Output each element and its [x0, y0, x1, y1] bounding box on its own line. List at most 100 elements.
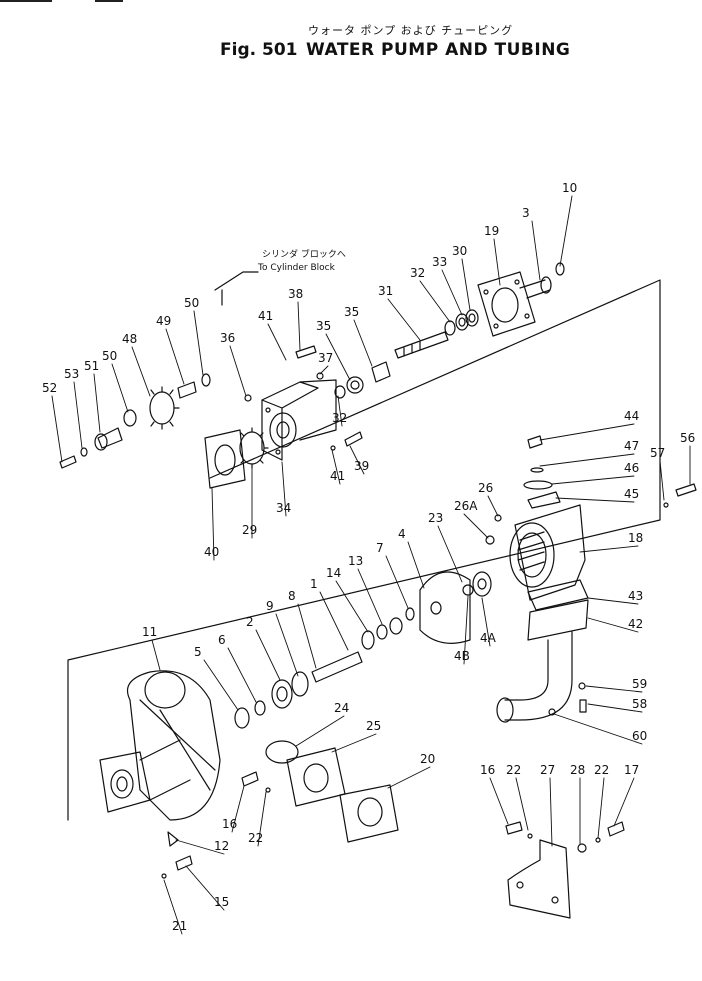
- leader-line-c36: [229, 345, 247, 397]
- callout-label-c11: 11: [142, 625, 157, 639]
- callout-label-c32a: 32: [410, 266, 425, 280]
- leader-line-c13: [357, 568, 383, 625]
- leader-line-c4: [407, 541, 425, 589]
- top-edge-mark: [95, 0, 123, 2]
- callout-label-c38: 38: [288, 287, 303, 301]
- impeller-assembly: [234, 571, 492, 729]
- lower-shaft-1: [311, 651, 363, 683]
- leader-line-c22c: [597, 777, 605, 839]
- snap-ring-10: [555, 262, 565, 276]
- leader-line-c40: [211, 487, 215, 561]
- top-edge-mark: [0, 0, 52, 2]
- leader-line-c8: [297, 603, 317, 669]
- callout-label-c7: 7: [376, 541, 384, 555]
- leader-line-c34: [281, 461, 287, 517]
- callout-label-c12: 12: [214, 839, 229, 853]
- leader-line-c21: [163, 879, 183, 935]
- callout-label-c59: 59: [632, 677, 647, 691]
- callout-label-c3: 3: [522, 206, 530, 220]
- callout-label-c45: 45: [624, 487, 639, 501]
- japanese-title: ウォータ ポンプ および チューピング: [308, 24, 514, 37]
- callout-label-c22a: 22: [248, 831, 263, 845]
- leader-line-c19: [493, 238, 501, 286]
- leader-lines: [51, 195, 691, 935]
- callout-label-c19: 19: [484, 224, 499, 238]
- leader-line-c39: [349, 445, 365, 475]
- elbow-tube: [504, 631, 573, 721]
- leader-line-c33: [441, 269, 463, 316]
- leader-line-c22a: [257, 791, 267, 847]
- leader-line-c23: [437, 525, 463, 583]
- callout-label-c21: 21: [172, 919, 187, 933]
- callout-label-c5: 5: [194, 645, 202, 659]
- leader-line-c5: [203, 659, 239, 711]
- destination-note-japanese: シリンダ ブロックへ: [262, 250, 346, 260]
- callout-label-c14: 14: [326, 566, 341, 580]
- leader-line-c42: [587, 617, 639, 633]
- leader-line-c15: [185, 865, 225, 911]
- leader-line-c59: [585, 685, 643, 693]
- leader-line-c3: [531, 220, 541, 281]
- leader-line-c60: [553, 713, 643, 745]
- drive-gear-48: [149, 391, 175, 425]
- callout-label-c1: 1: [310, 577, 318, 591]
- callout-label-c56: 56: [680, 431, 695, 445]
- snap-ring-5: [234, 707, 250, 729]
- callout-label-c16a: 16: [222, 817, 237, 831]
- leader-line-c52: [51, 395, 63, 463]
- leader-line-c47: [539, 453, 635, 467]
- callout-label-c41b: 41: [330, 469, 345, 483]
- flange-25: [286, 747, 346, 807]
- callout-label-c34: 34: [276, 501, 291, 515]
- leader-line-c35a: [353, 319, 373, 367]
- leader-line-c26A: [463, 513, 489, 539]
- callout-label-c35a: 35: [344, 305, 359, 319]
- leader-line-c35b: [325, 333, 351, 381]
- leader-line-c11: [151, 639, 161, 671]
- upper-drive-assembly: [59, 262, 565, 489]
- leader-line-c4B: [463, 595, 469, 665]
- callout-label-c27: 27: [540, 763, 555, 777]
- leader-line-c37: [319, 365, 329, 375]
- callout-label-c47: 47: [624, 439, 639, 453]
- callout-label-c18: 18: [628, 531, 643, 545]
- leader-line-c2: [255, 629, 281, 681]
- washer-23: [462, 584, 474, 596]
- leader-line-c58: [587, 703, 643, 713]
- leader-line-c51: [93, 373, 101, 433]
- leader-line-c30: [461, 258, 471, 311]
- gasket-40: [204, 429, 246, 489]
- leader-line-c32b: [337, 395, 343, 427]
- callout-label-c15: 15: [214, 895, 229, 909]
- leader-line-c9: [275, 613, 299, 677]
- callout-label-c23: 23: [428, 511, 443, 525]
- leader-line-c10: [559, 195, 573, 267]
- group-boundary-lines: [67, 271, 661, 821]
- leader-line-c50b: [111, 363, 129, 413]
- callout-label-c37: 37: [318, 351, 333, 365]
- callout-label-c8: 8: [288, 589, 296, 603]
- pump-casing-11: [99, 670, 221, 879]
- leader-line-c4A: [481, 597, 491, 647]
- leader-line-c17: [613, 777, 635, 827]
- callout-label-c51: 51: [84, 359, 99, 373]
- callout-label-c17: 17: [624, 763, 639, 777]
- pump-shaft-31: [394, 331, 449, 359]
- leader-line-c7: [385, 555, 409, 609]
- leader-line-c1: [319, 591, 349, 651]
- leader-line-c14: [335, 580, 369, 633]
- callout-label-c44: 44: [624, 409, 639, 423]
- callout-label-c4B: 4B: [454, 649, 470, 663]
- leader-line-c44: [539, 423, 635, 441]
- callout-label-c48: 48: [122, 332, 137, 346]
- leader-line-c32a: [419, 280, 451, 323]
- callout-label-c4: 4: [398, 527, 406, 541]
- callout-label-c50a: 50: [184, 296, 199, 310]
- thermostat-housing-18: [514, 504, 586, 601]
- flange-plate-19: [477, 271, 536, 337]
- leader-line-c24: [295, 715, 345, 747]
- callout-label-c39: 39: [354, 459, 369, 473]
- leader-line-c25: [331, 733, 377, 753]
- thermostat-housing-assembly: [485, 435, 697, 723]
